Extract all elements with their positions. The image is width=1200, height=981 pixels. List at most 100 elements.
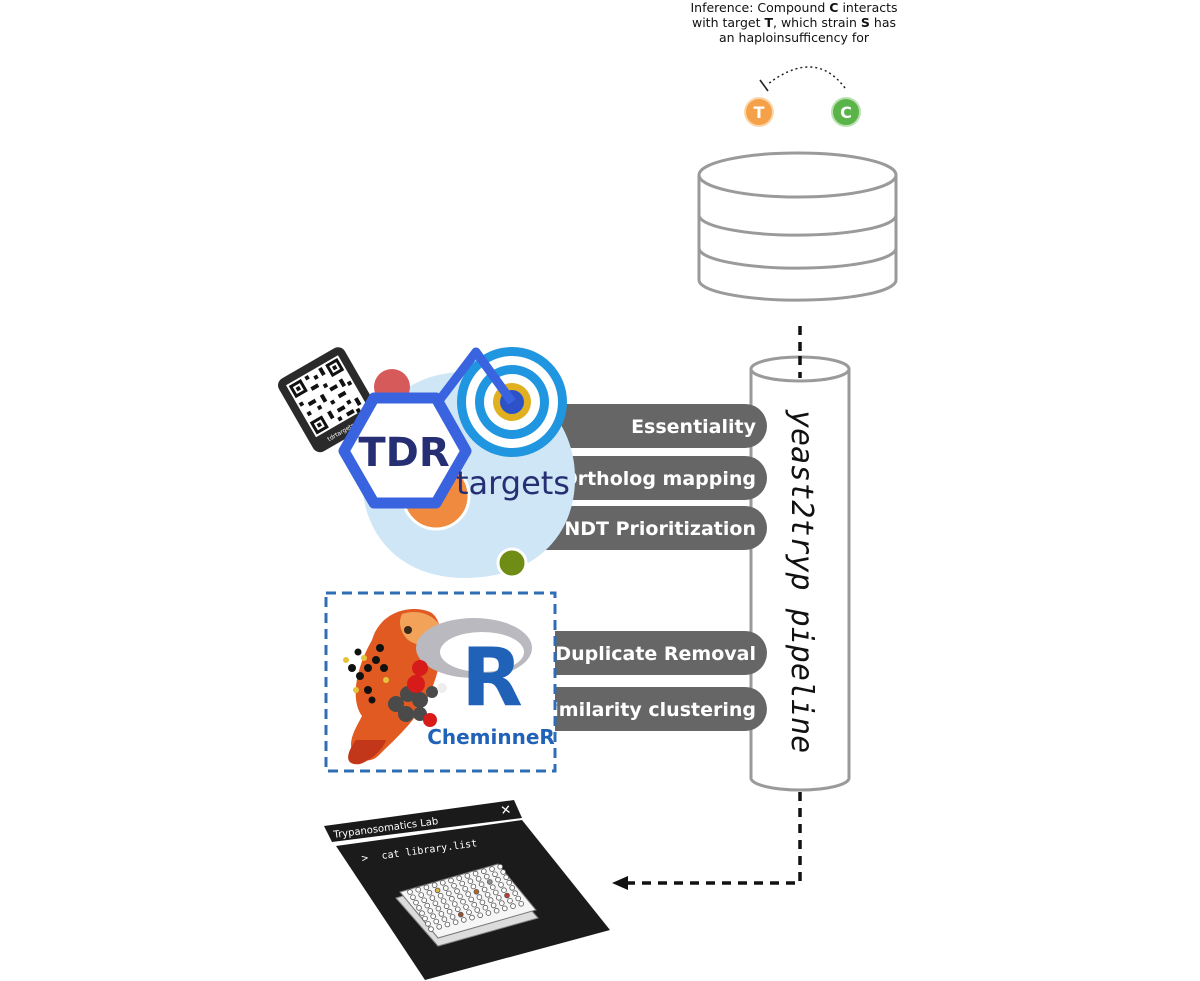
plate-well: [422, 915, 428, 922]
plate-well: [434, 887, 441, 894]
plate-well: [427, 908, 434, 914]
plate-well: [504, 892, 510, 899]
inference-line-1: Inference: Compound C interacts: [690, 0, 898, 15]
plate-well: [483, 873, 490, 880]
tdr-step-ndt-prioritization: NDT Prioritization: [540, 506, 767, 550]
plate-well: [421, 897, 428, 904]
molecule-icon: [343, 644, 447, 727]
plate-well: [466, 909, 472, 916]
plate-well: [492, 871, 498, 878]
plate-well: [472, 870, 479, 877]
plate-well: [475, 876, 482, 882]
plate-well: [501, 905, 508, 912]
inference-caption: Inference: Compound C interacts with tar…: [672, 0, 916, 45]
plate-well: [498, 882, 504, 888]
plate-well: [469, 914, 475, 921]
plate-well: [481, 886, 488, 893]
plate-well: [440, 898, 447, 904]
plate-well: [497, 863, 504, 870]
inference-line-3: an haploinsufficency for: [718, 30, 870, 45]
target-node: T: [744, 97, 774, 127]
plate-well: [460, 917, 467, 923]
plate-well: [471, 901, 478, 908]
plate-well: [438, 911, 445, 917]
plate-well: [433, 918, 440, 925]
plate-well: [476, 894, 483, 900]
plate-well: [436, 923, 443, 930]
plate-well: [423, 884, 430, 891]
svg-text:Duplicate Removal: Duplicate Removal: [555, 643, 756, 665]
plate-well: [429, 895, 436, 901]
compound-node-label: C: [840, 103, 852, 122]
pipeline-cylinder: yeast2tryp pipeline: [749, 355, 851, 792]
tdr-targets-logo: tdrtargets.org TDR targets: [278, 347, 575, 579]
pipeline-label: yeast2tryp pipeline: [784, 409, 819, 753]
plate-well: [444, 921, 451, 928]
plate-well: [443, 903, 450, 910]
close-icon[interactable]: ✕: [500, 803, 513, 819]
plate-well: [457, 911, 464, 918]
plate-well: [448, 895, 455, 902]
plate-well: [460, 898, 466, 905]
plate-well: [477, 912, 484, 919]
plate-well: [442, 885, 449, 891]
cheminner-step-duplicate-removal: Duplicate Removal: [553, 631, 767, 675]
plate-well: [437, 892, 444, 899]
plate-well: [424, 902, 431, 909]
plate-well: [489, 866, 495, 872]
plate-well: [500, 869, 507, 875]
plate-well: [495, 894, 502, 901]
plate-well: [492, 889, 499, 896]
plate-well: [515, 895, 521, 902]
plate-well: [426, 889, 433, 896]
plate-well: [439, 879, 446, 886]
plate-well: [456, 875, 463, 881]
cheminner-step-similarity-clustering: Similarity clustering: [539, 687, 767, 731]
plate-well: [418, 892, 425, 898]
plate-well: [431, 882, 438, 888]
plate-well: [415, 886, 422, 893]
plate-well: [445, 890, 452, 897]
plate-well: [507, 897, 513, 904]
plate-well: [490, 902, 497, 909]
plate-well: [498, 900, 505, 906]
plate-well: [462, 885, 469, 892]
plate-well: [410, 894, 416, 901]
plate-well: [451, 901, 458, 907]
plate-well: [459, 880, 466, 887]
plate-well: [407, 889, 413, 895]
svg-text:Similarity clustering: Similarity clustering: [539, 699, 756, 721]
terminal-titlebar: [324, 800, 522, 842]
green-dot-icon: [496, 547, 528, 579]
plate-well: [467, 878, 474, 884]
database-icon: [697, 151, 898, 302]
plate-well: [473, 888, 480, 895]
connector-arm: [434, 347, 516, 405]
plate-well: [428, 926, 434, 932]
cheminner-logo: R Chemin: [324, 591, 557, 773]
cheminner-name: CheminneR: [427, 725, 555, 749]
plate-well: [448, 877, 454, 884]
plate-well: [470, 883, 477, 890]
plate-well: [454, 888, 460, 894]
well-plate-icon: [395, 863, 539, 947]
plate-well: [452, 919, 459, 925]
plate-well: [468, 896, 475, 903]
plate-well: [464, 873, 471, 879]
plate-well: [509, 885, 516, 891]
plate-well: [474, 907, 481, 913]
plate-well: [430, 913, 437, 919]
plate-well: [465, 891, 472, 897]
inference-line-2: with target T, which strain S has: [691, 15, 897, 30]
plate-well: [454, 906, 461, 913]
plate-well: [419, 910, 425, 916]
terminal-prompt: >: [361, 851, 370, 865]
plate-well: [451, 882, 457, 889]
targets-text: targets: [456, 464, 570, 502]
tdr-step-essentiality: Essentiality: [560, 404, 767, 448]
compound-node: C: [831, 97, 861, 127]
plate-well: [446, 908, 453, 915]
plate-well: [512, 890, 518, 896]
plate-well: [449, 914, 456, 920]
